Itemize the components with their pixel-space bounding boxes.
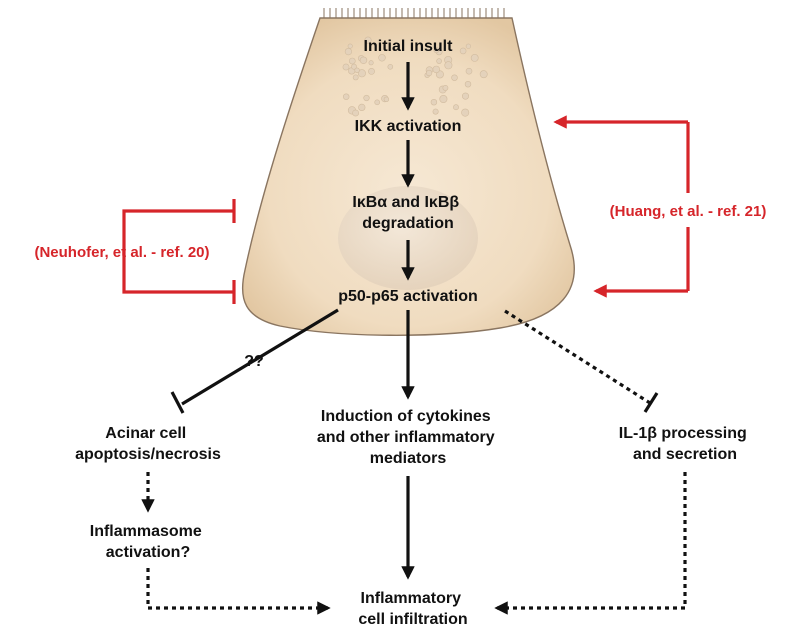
label-il1b: IL-1β processing and secretion <box>619 425 751 463</box>
granule <box>479 70 488 79</box>
inhibit-line-apoptosis <box>181 308 339 406</box>
zymogen-granules <box>342 36 488 117</box>
label-ikk-activation: IKK activation <box>355 118 462 135</box>
granule <box>344 47 353 56</box>
granule <box>358 103 366 111</box>
granule <box>348 57 356 65</box>
inhibition-il1b <box>504 309 659 413</box>
granule <box>352 74 359 81</box>
left-branch <box>141 472 331 615</box>
inhibit-bar-apoptosis <box>170 391 185 414</box>
granule <box>368 68 375 75</box>
label-initial-insult: Initial insult <box>364 38 454 55</box>
label-uncertain: ?? <box>244 353 264 370</box>
granule <box>451 74 458 81</box>
granule <box>432 108 439 115</box>
citation-huang: (Huang, et al. - ref. 21) <box>610 203 767 220</box>
granule <box>436 58 442 64</box>
granule <box>347 43 353 49</box>
granule <box>342 63 350 71</box>
granule <box>364 36 372 44</box>
granule <box>387 64 394 70</box>
granule <box>461 92 469 100</box>
granule <box>426 69 433 77</box>
inhibit-line-il1b <box>504 309 651 405</box>
inhibit-bar-il1b <box>643 392 659 413</box>
granule <box>363 94 370 102</box>
label-ikb-degradation: IκBα and IκBβ degradation <box>352 194 463 232</box>
granule <box>383 96 390 103</box>
granule <box>374 99 381 106</box>
granule <box>352 109 359 117</box>
arrow-il1b-to-infiltration <box>494 472 687 615</box>
granule <box>439 95 448 104</box>
granule <box>351 63 357 70</box>
huang-bracket <box>553 115 690 298</box>
label-inflammasome: Inflammasome activation? <box>90 523 207 561</box>
neuhofer-bracket <box>122 199 236 304</box>
citation-neuhofer: (Neuhofer, et al. - ref. 20) <box>34 244 209 261</box>
granule <box>465 67 473 75</box>
granule <box>464 80 472 88</box>
right-branch <box>494 472 687 615</box>
label-infiltration: Inflammatory cell infiltration <box>358 590 467 628</box>
granule <box>461 108 470 117</box>
label-acinar-apoptosis: Acinar cell apoptosis/necrosis <box>75 425 221 463</box>
granule <box>378 54 386 62</box>
inhibition-apoptosis <box>170 308 339 414</box>
granule <box>442 85 449 91</box>
granule <box>444 61 453 70</box>
nucleus <box>338 186 478 290</box>
granule <box>470 54 479 62</box>
granule <box>465 43 472 49</box>
microvilli <box>323 8 505 18</box>
arrow-inflammasome-to-infiltration <box>146 568 331 615</box>
granule <box>453 104 459 111</box>
neuhofer-bracket-line <box>122 209 234 294</box>
granule <box>357 69 366 78</box>
granule <box>430 98 438 106</box>
granule <box>368 60 374 66</box>
granule <box>433 47 440 54</box>
label-p50-p65: p50-p65 activation <box>338 288 478 305</box>
label-cytokines: Induction of cytokines and other inflamm… <box>317 408 499 467</box>
granule <box>359 56 368 64</box>
granule <box>343 93 350 100</box>
granule <box>432 65 440 74</box>
granule <box>354 67 360 74</box>
granule <box>459 47 467 55</box>
